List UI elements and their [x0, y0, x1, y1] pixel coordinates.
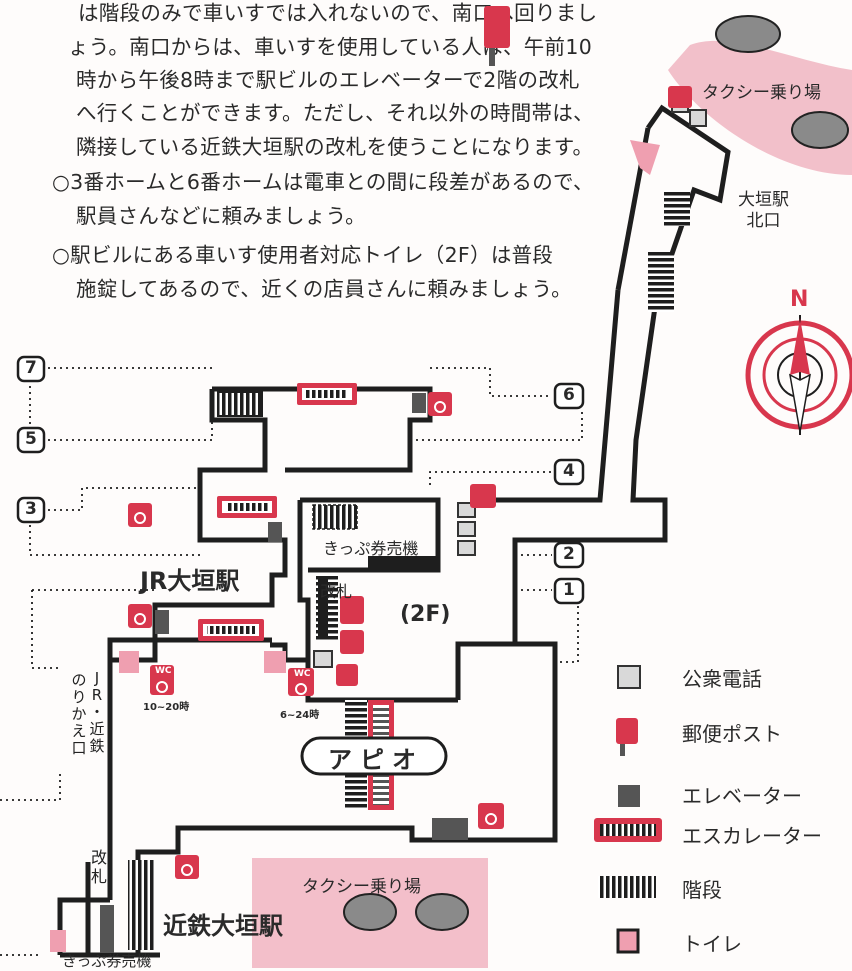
- note-line: 隣接している近鉄大垣駅の改札を使うことになります。: [76, 135, 594, 159]
- platform-number-7: 7: [25, 358, 37, 378]
- note-line: 施錠してあるので、近くの店員さんに頼みましょう。: [76, 277, 572, 301]
- transfer-gate-label-1: J R ・ 近 鉄: [88, 670, 106, 755]
- platform-number-6: 6: [563, 385, 575, 405]
- transfer-char: か: [71, 705, 87, 723]
- compass-north-label: N: [790, 287, 809, 312]
- transfer-char: 鉄: [89, 737, 105, 755]
- toilet-hours-right: 6~24時: [280, 710, 320, 721]
- apio-label: アピオ: [328, 746, 424, 774]
- legend-item-toilet: トイレ: [682, 932, 742, 956]
- transfer-char: 口: [71, 739, 87, 757]
- transfer-char: り: [71, 688, 87, 706]
- note-line: ○駅ビルにある車いす使用者対応トイレ（2F）は普段: [52, 243, 554, 267]
- map-icons: [128, 6, 692, 879]
- transfer-char: J: [94, 669, 100, 687]
- platform-number-3: 3: [25, 499, 37, 519]
- note-line: へ行くことができます。ただし、それ以外の時間帯は、: [76, 101, 594, 125]
- payphones: [313, 95, 707, 668]
- ticket-machine-lower-label: きっぷ券売機: [62, 952, 152, 970]
- cars: [343, 15, 849, 931]
- platform-markers: [16, 355, 585, 605]
- toilets: [50, 140, 660, 952]
- kintetsu-gate-label: 改札: [90, 848, 108, 886]
- ticket-machine-bar: [368, 556, 436, 568]
- wheelchair-glyphs: [134, 401, 497, 876]
- legend-item-payphone: 公衆電話: [682, 667, 762, 691]
- wc-label-right: WC: [294, 669, 311, 679]
- legend-item-escalator: エスカレーター: [682, 824, 822, 848]
- transfer-char: ・: [89, 703, 105, 721]
- legend-item-elevator: エレベーター: [682, 784, 802, 808]
- compass: [745, 315, 852, 435]
- jr-station-label: JR大垣駅: [140, 567, 240, 595]
- platform-number-4: 4: [563, 461, 575, 481]
- north-exit-label: 大垣駅 北口: [738, 190, 789, 232]
- south-taxi-label: タクシー乗り場: [302, 877, 421, 897]
- transfer-char: え: [71, 722, 87, 740]
- floor-label: (2F): [400, 602, 451, 627]
- north-taxi-area: [668, 40, 852, 175]
- ticket-machine-upper-label: きっぷ券売機: [323, 539, 419, 558]
- platform-number-5: 5: [25, 429, 37, 449]
- transfer-char: の: [71, 671, 87, 689]
- note-line: ○3番ホームと6番ホームは電車との間に段差があるので、: [52, 170, 594, 194]
- transfer-char: R: [91, 686, 103, 704]
- kintetsu-station-label: 近鉄大垣駅: [163, 912, 283, 940]
- elevators: [100, 393, 468, 953]
- north-exit-line-1: 大垣駅: [738, 190, 789, 210]
- transfer-char: 近: [89, 720, 105, 738]
- legend-icons: [594, 665, 662, 954]
- kintetsu-gate-text: 改札: [90, 848, 107, 886]
- platform-number-1: 1: [563, 580, 575, 600]
- note-line: 時から午後8時まで駅ビルのエレベーターで2階の改札: [76, 68, 580, 92]
- north-exit-line-2: 北口: [746, 211, 781, 231]
- apio-pill: [300, 736, 448, 776]
- platform-number-2: 2: [563, 544, 575, 564]
- ticket-gate-label: 改札: [320, 582, 353, 601]
- legend-item-stairs: 階段: [682, 878, 722, 902]
- note-line: は階段のみで車いすでは入れないので、南口へ回りまし: [78, 1, 598, 25]
- wc-label-left: WC: [155, 666, 172, 676]
- transfer-gate-label-2: の り か え 口: [70, 672, 88, 757]
- gate-bar: [318, 576, 328, 636]
- toilet-hours-left: 10~20時: [143, 702, 190, 713]
- legend-item-postbox: 郵便ポスト: [682, 722, 782, 746]
- note-line: 駅員さんなどに頼みましょう。: [76, 204, 366, 228]
- platform-dotted-lines: [0, 367, 583, 956]
- north-taxi-label: タクシー乗り場: [702, 83, 821, 103]
